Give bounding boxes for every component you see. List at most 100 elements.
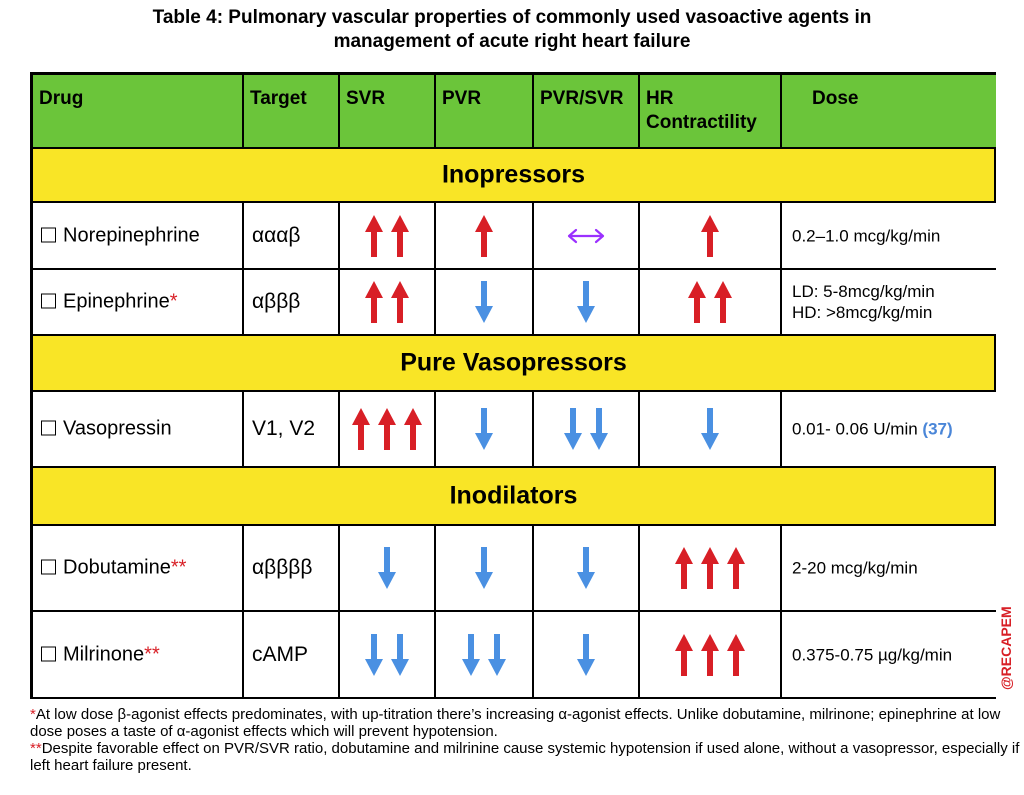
up-arrow-icon	[688, 281, 706, 323]
receptor-target: cAMP	[252, 642, 309, 666]
cell-dose: 0.375-0.75 µg/kg/min	[782, 612, 996, 699]
effect-arrows	[340, 633, 434, 676]
up-arrow-icon	[727, 633, 745, 676]
drug-name: Epinephrine*	[41, 291, 178, 314]
cell-target: αβββ	[244, 270, 340, 336]
cell-target: αααβ	[244, 203, 340, 270]
table-row: Norepinephrine αααβ 0.2–1.0 mcg/kg/min	[30, 203, 996, 270]
cell-dose: 0.01- 0.06 U/min (37)	[782, 392, 996, 468]
cell-pvr	[436, 203, 534, 270]
dose-text: 0.375-0.75 µg/kg/min	[792, 645, 953, 664]
header-target: Target	[244, 72, 340, 149]
effect-arrows	[436, 547, 532, 589]
effect-arrows	[436, 633, 532, 676]
effect-arrows	[436, 281, 532, 323]
cell-hr	[640, 612, 782, 699]
drug-name: Dobutamine**	[41, 557, 186, 580]
up-arrow-icon	[475, 214, 493, 257]
bidirectional-arrow-icon	[567, 228, 605, 243]
reference-number: (37)	[922, 419, 953, 439]
receptor-target: αββββ	[252, 556, 313, 579]
down-arrow-icon	[590, 408, 608, 450]
down-arrow-icon	[378, 547, 396, 589]
up-arrow-icon	[714, 281, 732, 323]
table-row: Vasopressin V1, V2 0.01- 0.06 U/min (37)	[30, 392, 996, 468]
cell-pvr-svr	[534, 392, 640, 468]
footnote-1: *At low dose β-agonist effects predomina…	[30, 706, 1001, 740]
cell-target: αββββ	[244, 526, 340, 612]
cell-dose: 0.2–1.0 mcg/kg/min	[782, 203, 996, 270]
down-arrow-icon	[701, 408, 719, 450]
down-arrow-icon	[488, 633, 506, 676]
cell-drug: Epinephrine*	[30, 270, 244, 336]
cell-pvr-svr	[534, 270, 640, 336]
effect-arrows	[436, 408, 532, 450]
down-arrow-icon	[462, 633, 480, 676]
cell-hr	[640, 392, 782, 468]
down-arrow-icon	[577, 633, 595, 676]
cell-svr	[340, 392, 436, 468]
dose-text: 0.01- 0.06 U/min (37)	[792, 419, 953, 439]
header-pvr-svr: PVR/SVR	[534, 72, 640, 149]
checkbox-square-icon	[41, 559, 56, 575]
cell-hr	[640, 203, 782, 270]
cell-pvr	[436, 392, 534, 468]
cell-drug: Norepinephrine	[30, 203, 244, 270]
table-title: Table 4: Pulmonary vascular properties o…	[0, 6, 1024, 54]
up-arrow-icon	[701, 547, 719, 589]
table-row: Dobutamine** αββββ 2-20 mcg/kg/min	[30, 526, 996, 612]
checkbox-square-icon	[41, 227, 56, 242]
effect-arrows	[640, 408, 780, 450]
effect-arrows	[534, 408, 638, 450]
effect-arrows	[436, 214, 532, 257]
up-arrow-icon	[727, 547, 745, 589]
dose-text: 0.2–1.0 mcg/kg/min	[792, 226, 941, 245]
effect-arrows	[534, 633, 638, 676]
effect-arrows	[340, 281, 434, 323]
section-vasopressors: Pure Vasopressors	[30, 336, 996, 392]
section-inopressors: Inopressors	[30, 149, 996, 203]
receptor-target: V1, V2	[252, 417, 316, 440]
checkbox-square-icon	[41, 420, 56, 436]
effect-arrows	[640, 633, 780, 676]
down-arrow-icon	[475, 547, 493, 589]
table-row: Milrinone** cAMP 0.375-0.75 µg/kg/min	[30, 612, 996, 699]
cell-svr	[340, 612, 436, 699]
cell-pvr	[436, 270, 534, 336]
effect-arrows	[640, 281, 780, 323]
up-arrow-icon	[378, 408, 396, 450]
header-pvr: PVR	[436, 72, 534, 149]
up-arrow-icon	[701, 214, 719, 257]
effect-arrows	[340, 547, 434, 589]
cell-hr	[640, 270, 782, 336]
down-arrow-icon	[365, 633, 383, 676]
effect-arrows	[534, 226, 638, 246]
cell-drug: Vasopressin	[30, 392, 244, 468]
cell-pvr-svr	[534, 526, 640, 612]
footnotes: *At low dose β-agonist effects predomina…	[30, 706, 1020, 774]
cell-svr	[340, 526, 436, 612]
cell-pvr-svr	[534, 203, 640, 270]
cell-dose: 2-20 mcg/kg/min	[782, 526, 996, 612]
effect-arrows	[534, 547, 638, 589]
drug-name: Milrinone**	[41, 643, 160, 666]
cell-pvr-svr	[534, 612, 640, 699]
watermark: @RECAPEM	[998, 606, 1014, 690]
drug-name: Norepinephrine	[41, 224, 200, 247]
header-svr: SVR	[340, 72, 436, 149]
up-arrow-icon	[675, 547, 693, 589]
up-arrow-icon	[391, 281, 409, 323]
cell-drug: Milrinone**	[30, 612, 244, 699]
cell-hr	[640, 526, 782, 612]
section-inodilators: Inodilators	[30, 468, 996, 526]
effect-arrows	[340, 408, 434, 450]
effect-arrows	[640, 547, 780, 589]
checkbox-square-icon	[41, 646, 56, 661]
up-arrow-icon	[352, 408, 370, 450]
